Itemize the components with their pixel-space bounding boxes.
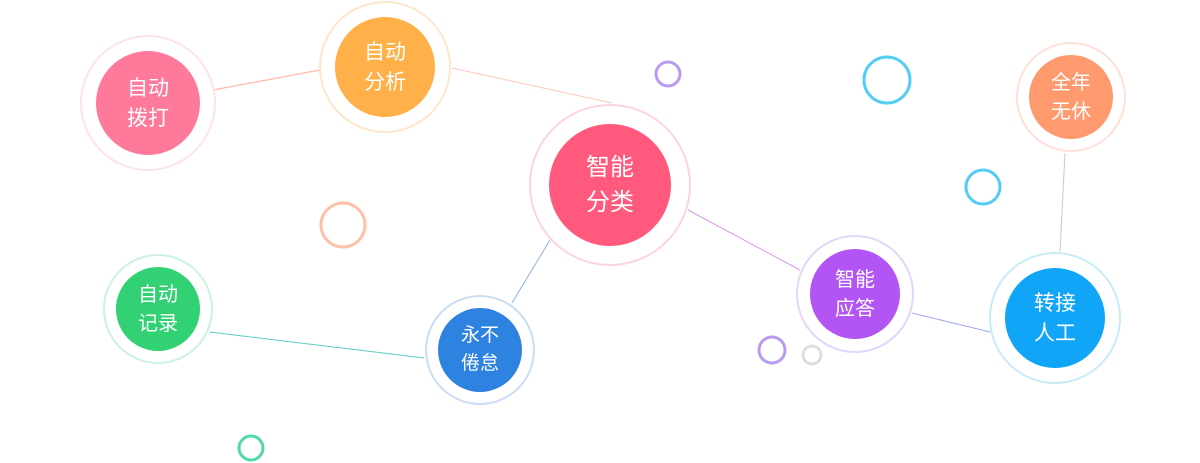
node-label: 智能 (586, 153, 634, 182)
node-auto-analysis: 自动分析 (319, 1, 451, 133)
decor-ring (964, 168, 1002, 206)
node-label: 应答 (835, 296, 875, 320)
connector-line (1059, 152, 1066, 253)
node-label: 自动 (127, 75, 169, 100)
node-label: 无休 (1051, 99, 1091, 123)
decor-ring (801, 344, 823, 366)
decor-ring (757, 335, 787, 365)
node-transfer-human: 转接人工 (989, 252, 1121, 384)
connector-line (511, 239, 551, 304)
decor-ring (237, 434, 265, 462)
connector-line (911, 312, 991, 333)
node-all-year: 全年无休 (1016, 42, 1126, 152)
node-label: 自动 (364, 39, 406, 64)
node-label: 转接 (1034, 290, 1076, 315)
node-smart-classify: 智能分类 (529, 104, 691, 266)
decor-ring (319, 201, 367, 249)
connector-line (212, 69, 321, 91)
node-label: 分析 (364, 70, 406, 94)
decor-ring (654, 60, 682, 88)
decor-ring (862, 55, 912, 105)
connector-line (209, 331, 425, 359)
node-label: 全年 (1051, 70, 1091, 94)
node-tireless: 永不倦怠 (425, 295, 535, 405)
node-label: 人工 (1034, 321, 1076, 345)
node-label: 倦怠 (460, 352, 499, 374)
node-auto-dial: 自动拨打 (80, 35, 216, 171)
node-label: 拨打 (127, 106, 169, 130)
node-label: 永不 (460, 324, 499, 347)
node-label: 分类 (586, 188, 634, 216)
node-label: 自动 (138, 282, 178, 306)
node-label: 记录 (138, 311, 178, 335)
node-label: 智能 (835, 267, 875, 291)
connector-line (687, 209, 801, 271)
node-smart-answer: 智能应答 (796, 235, 914, 353)
node-auto-record: 自动记录 (103, 254, 213, 364)
connector-line (451, 67, 613, 104)
